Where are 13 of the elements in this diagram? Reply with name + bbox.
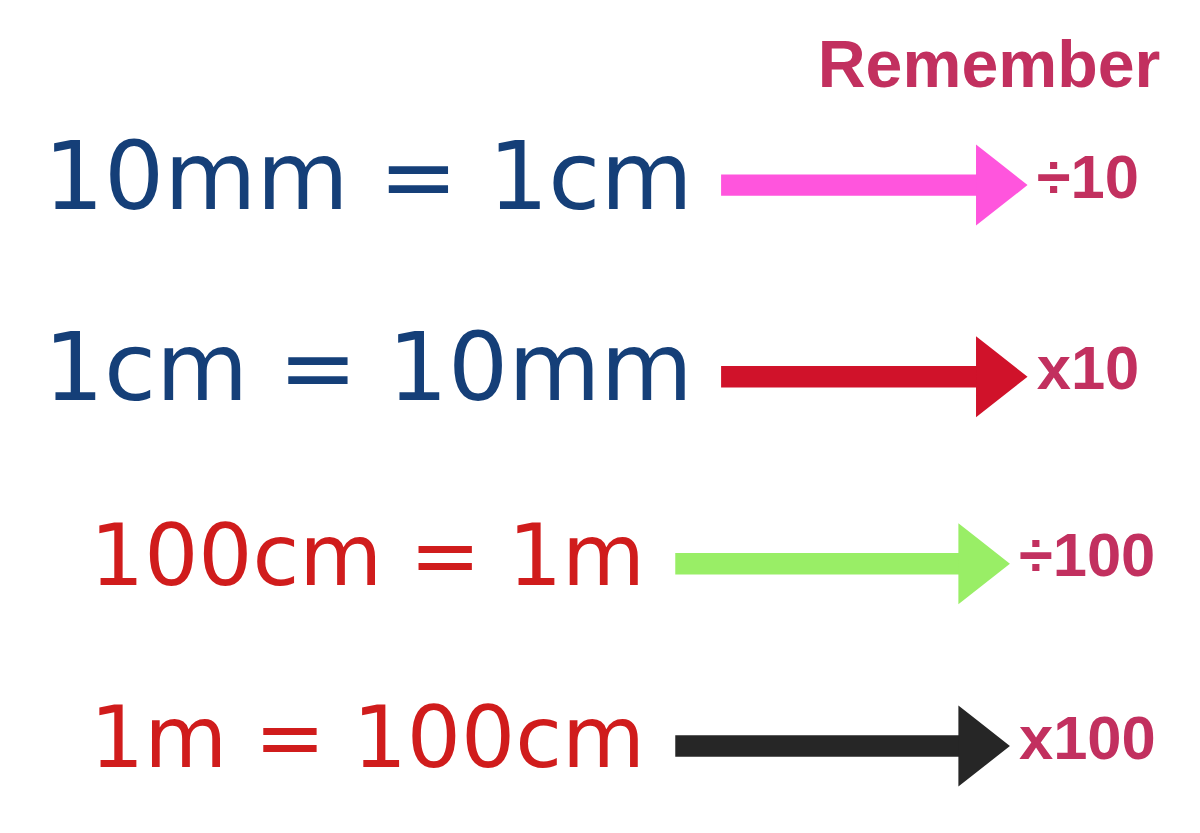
- node-text: 10mm = 1cm: [43, 120, 693, 231]
- arrow: [721, 143, 1028, 226]
- node-text: ÷10: [1036, 141, 1139, 211]
- node-text: 1cm = 10mm: [43, 311, 693, 422]
- node-text: x100: [1018, 702, 1156, 772]
- diagram-title: Remember: [817, 26, 1161, 101]
- node-text: x10: [1036, 332, 1140, 402]
- node-text: 1m = 100cm: [89, 687, 646, 787]
- arrow: [675, 704, 1010, 787]
- arrow: [675, 522, 1010, 604]
- node-text: ÷100: [1018, 519, 1156, 589]
- arrow: [721, 335, 1028, 417]
- node-text: 100cm = 1m: [89, 505, 646, 605]
